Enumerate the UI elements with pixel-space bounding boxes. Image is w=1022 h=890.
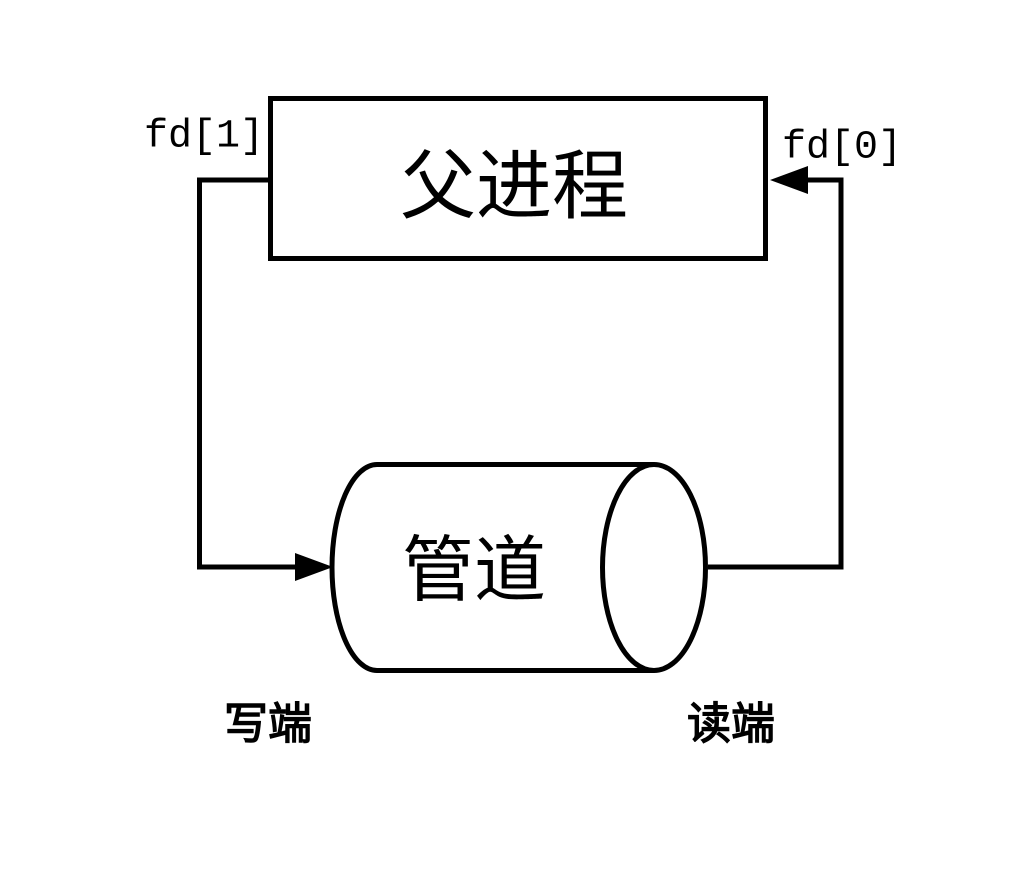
parent-process-box bbox=[268, 96, 768, 261]
read-connector-line bbox=[708, 177, 844, 570]
fd1-label: fd[1] bbox=[144, 115, 264, 160]
read-end-label: 读端 bbox=[687, 699, 775, 750]
write-end-label: 写端 bbox=[224, 699, 312, 750]
write-arrowhead-icon bbox=[295, 553, 333, 581]
pipe-cylinder-end-ellipse bbox=[600, 462, 708, 673]
pipe-label: 管道 bbox=[402, 528, 546, 612]
fd0-label: fd[0] bbox=[782, 126, 902, 171]
parent-process-label: 父进程 bbox=[400, 142, 628, 231]
pipe-cylinder-body bbox=[329, 462, 654, 673]
write-connector-line bbox=[197, 177, 298, 570]
read-arrowhead-icon bbox=[770, 166, 808, 194]
